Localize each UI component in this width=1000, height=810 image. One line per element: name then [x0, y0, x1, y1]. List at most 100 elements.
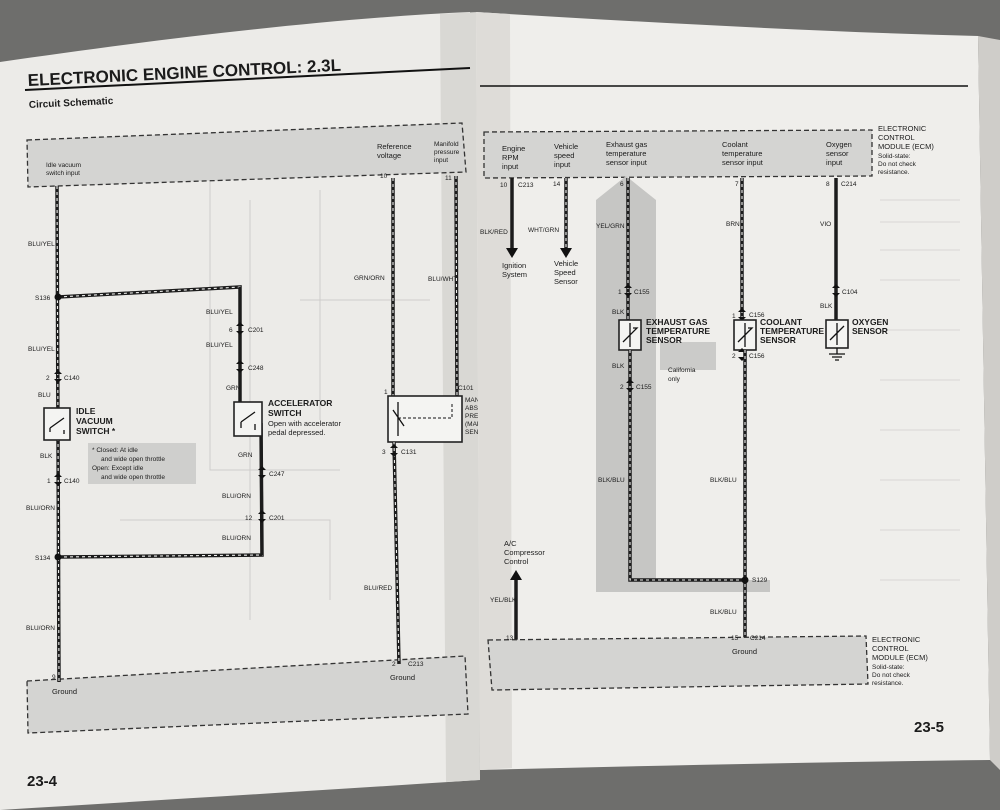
wire-label-blk-1: BLK [612, 309, 625, 316]
connector-c155-top [624, 284, 632, 297]
connector-c140-bottom [54, 473, 62, 486]
note-line-2: and wide open throttle [101, 456, 165, 463]
bus-label-reference: Reference [377, 142, 412, 151]
connector-label-c213-right: C213 [518, 182, 534, 189]
ecm-bus-bottom-right [487, 635, 869, 691]
switch-note-box [88, 443, 196, 484]
pin-14: 14 [553, 181, 561, 188]
accel-label-1: ACCELERATOR [268, 398, 332, 408]
wire-label-vio: VIO [820, 221, 831, 228]
connector-label-c101: C101 [458, 385, 474, 392]
pin-1-c156: 1 [732, 313, 736, 320]
wire-label-blu-red: BLU/RED [364, 585, 392, 592]
ground-label-right: Ground [732, 647, 757, 656]
pin-1-c140: 1 [47, 478, 51, 485]
input-exhaust-2: temperature [606, 149, 646, 158]
wire-label-blk-blu-2: BLK/BLU [710, 477, 737, 484]
connector-c248 [236, 360, 244, 373]
pin-2-c156: 2 [732, 353, 736, 360]
ecm-label-4: Solid-state: [878, 153, 911, 160]
switch-icon-idle [49, 417, 65, 434]
wire-label-blu-wht: BLU/WHT [428, 276, 457, 283]
exhaust-sensor-label-1: EXHAUST GAS [646, 317, 708, 327]
idle-switch-label-2: VACUUM [76, 416, 113, 426]
ecm-bus-top-right [483, 129, 873, 179]
pin-10-left: 10 [380, 173, 388, 180]
wire-label-blu-yel-3: BLU/YEL [206, 309, 233, 316]
wire-label-blk-blu-3: BLK/BLU [710, 609, 737, 616]
arrow-icon-ac [510, 570, 522, 580]
connector-label-c156-bottom: C156 [749, 353, 765, 360]
input-coolant-2: temperature [722, 149, 762, 158]
splice-label-s134: S134 [35, 555, 51, 562]
accel-label-2: SWITCH [268, 408, 302, 418]
splice-s134 [54, 553, 62, 561]
input-oxygen-2: sensor [826, 149, 849, 158]
pin-10-right: 10 [500, 182, 508, 189]
connector-label-c155-bottom: C155 [636, 384, 652, 391]
california-shade-region [596, 176, 770, 592]
idle-switch-label-3: SWITCH * [76, 426, 116, 436]
ecm-label-3: MODULE (ECM) [878, 142, 934, 151]
input-oxygen-3: input [826, 158, 843, 167]
pin-13: 13 [506, 635, 514, 642]
right-page: ELECTRONIC CONTROL MODULE (ECM) Solid-st… [476, 12, 1000, 770]
arrow-icon-vss [560, 248, 572, 258]
bus-label-voltage: voltage [377, 151, 401, 160]
connector-c131 [390, 444, 398, 457]
section-subtitle: Circuit Schematic [29, 96, 114, 111]
connector-label-c201-top: C201 [248, 327, 264, 334]
coolant-sensor-label-2: TEMPERATURE [760, 326, 824, 336]
map-label-1: MAN [465, 397, 480, 404]
wire-label-grn-orn: GRN/ORN [354, 275, 385, 282]
connector-c247 [258, 466, 266, 479]
page-number-right: 23-5 [914, 719, 944, 736]
map-label-4: (MAP) [465, 421, 483, 428]
wire-label-blu-orn-1: BLU/ORN [26, 505, 55, 512]
input-oxygen-1: Oxygen [826, 140, 852, 149]
wire-accel-bottom [259, 422, 264, 556]
vss-label-2: Speed [554, 268, 576, 277]
connector-c155-bottom [626, 379, 634, 392]
ground-icon-oxygen [829, 348, 845, 361]
ac-label-3: Control [504, 557, 529, 566]
accel-label-4: pedal depressed. [268, 428, 326, 437]
input-speed-3: input [554, 160, 571, 169]
bus-label-pressure: pressure [434, 149, 460, 156]
connector-label-c104: C104 [842, 289, 858, 296]
wire-label-yel-blk: YEL/BLK [490, 597, 517, 604]
map-label-2: ABSO [465, 405, 483, 412]
map-label-3: PRES [465, 413, 483, 420]
connector-label-c247: C247 [269, 471, 285, 478]
note-line-1: * Closed: At idle [92, 447, 138, 454]
ecm-label-2: CONTROL [878, 133, 915, 142]
ground-label-left-2: Ground [390, 673, 415, 682]
coolant-sensor-label-1: COOLANT [760, 317, 803, 327]
splice-label-s136: S136 [35, 295, 51, 302]
input-rpm-3: input [502, 162, 519, 171]
exhaust-sensor-label-3: SENSOR [646, 335, 682, 345]
splice-label-s129: S129 [752, 577, 768, 584]
connector-label-c201-bottom: C201 [269, 515, 285, 522]
connector-label-c214-top: C214 [841, 181, 857, 188]
wire-label-brn: BRN [726, 221, 740, 228]
connector-c201-top [236, 322, 244, 335]
ecm-bottom-label-1: ELECTRONIC [872, 635, 921, 644]
map-sensor [387, 395, 463, 443]
wire-label-blu-yel-4: BLU/YEL [206, 342, 233, 349]
page-number-left: 23-4 [27, 773, 58, 790]
note-line-4: and wide open throttle [101, 474, 165, 481]
ac-label-2: Compressor [504, 548, 545, 557]
input-speed-1: Vehicle [554, 142, 578, 151]
wire-label-grn-1: GRN [226, 385, 241, 392]
ignition-label-2: System [502, 270, 527, 279]
input-coolant-1: Coolant [722, 140, 749, 149]
wire-label-blu-orn-4: BLU/ORN [222, 535, 251, 542]
wire-label-blk-2: BLK [612, 363, 625, 370]
connector-label-c214-bottom: C214 [750, 635, 766, 642]
connector-c104 [832, 284, 840, 297]
arrow-icon-ignition [506, 248, 518, 258]
connector-c140-top [54, 370, 62, 383]
california-label-box [660, 342, 716, 370]
